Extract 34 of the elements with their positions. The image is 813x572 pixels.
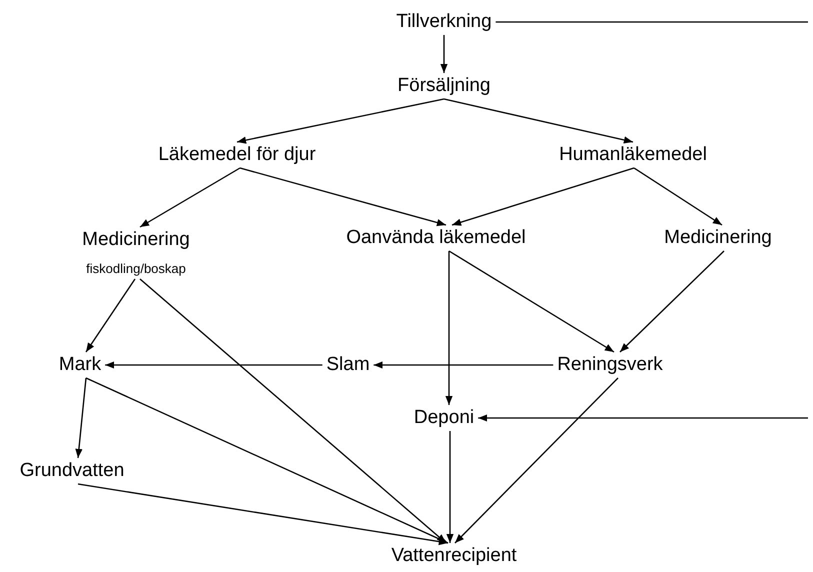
arrow: [140, 278, 446, 544]
arrow: [620, 250, 724, 352]
arrow: [454, 378, 618, 544]
node-label: Mark: [58, 354, 102, 376]
arrow: [634, 167, 722, 226]
arrow: [86, 377, 448, 544]
node-label: Deponi: [414, 407, 474, 429]
arrow: [448, 250, 614, 353]
arrow: [236, 98, 444, 144]
node-label: Medicinering: [82, 229, 190, 251]
arrow: [78, 483, 448, 546]
arrow: [140, 167, 240, 228]
arrow: [452, 167, 634, 226]
node-label: Läkemedel för djur: [158, 144, 316, 166]
node-label: Medicinering: [664, 227, 772, 249]
arrow: [240, 167, 446, 226]
node-label: Tillverkning: [396, 11, 492, 33]
node-label: Vattenrecipient: [391, 545, 517, 567]
arrow: [444, 98, 634, 144]
arrow: [445, 251, 453, 405]
node-sublabel: fiskodling/boskap: [86, 261, 186, 277]
arrow: [105, 361, 322, 369]
arrow: [446, 431, 454, 543]
arrow: [374, 361, 554, 369]
node-label: Reningsverk: [557, 354, 663, 376]
arrow: [75, 378, 87, 458]
node-label: Slam: [326, 354, 370, 376]
node-label: Grundvatten: [20, 460, 124, 482]
node-label: Försäljning: [398, 75, 490, 97]
node-label: Humanläkemedel: [559, 144, 707, 166]
arrow: [478, 414, 808, 422]
arrow: [85, 278, 136, 352]
node-label: Oanvända läkemedel: [346, 227, 526, 249]
arrow: [440, 35, 448, 73]
